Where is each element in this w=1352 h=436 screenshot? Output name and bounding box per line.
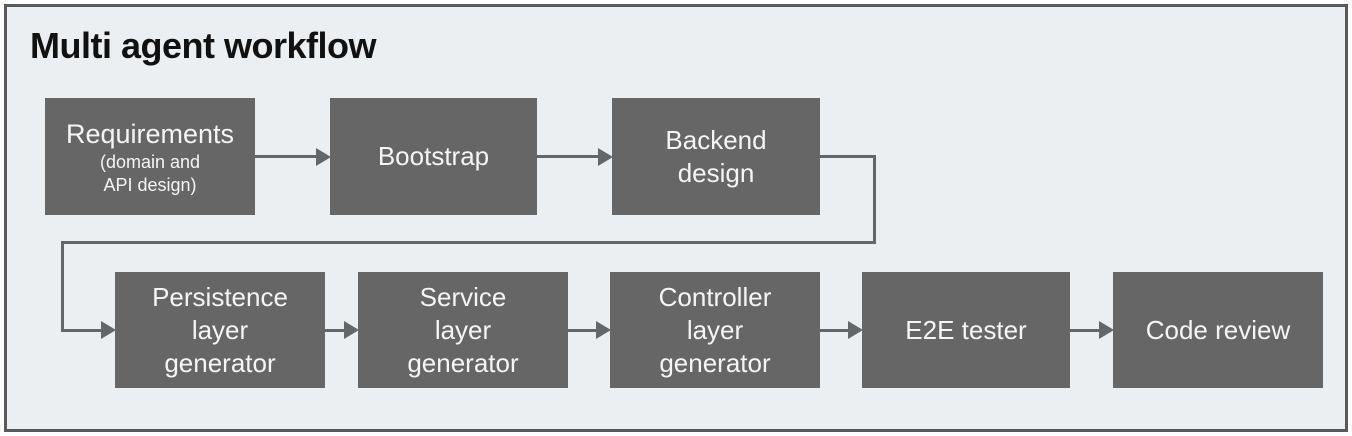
edge-persistence-service-arrowhead-icon: [344, 321, 359, 339]
edge-backend-persistence-segment-3: [61, 241, 876, 244]
diagram-title: Multi agent workflow: [30, 25, 377, 66]
node-backend-design: Backend design: [612, 98, 820, 215]
edge-e2e-codereview-line: [1070, 329, 1099, 332]
edge-requirements-bootstrap-line: [255, 155, 316, 158]
edge-controller-e2e-line: [820, 329, 848, 332]
node-label-line: E2E tester: [905, 314, 1027, 345]
node-label-line: Backend: [665, 124, 767, 155]
edge-bootstrap-backend-arrowhead-icon: [598, 148, 613, 166]
edge-bootstrap-backend-line: [537, 155, 598, 158]
node-code-review: Code review: [1113, 272, 1323, 388]
edge-backend-persistence-arrowhead-icon: [101, 321, 116, 339]
edge-backend-persistence-segment-1: [820, 155, 876, 158]
node-label-line: Bootstrap: [377, 141, 490, 171]
node-label-line: design: [677, 157, 755, 188]
edge-backend-persistence-segment-4: [61, 241, 64, 331]
edge-requirements-bootstrap-arrowhead-icon: [316, 148, 331, 166]
node-label-line: Persistence: [152, 281, 288, 312]
edge-service-controller-line: [568, 329, 596, 332]
node-label-line: Code review: [1145, 314, 1291, 345]
node-label-line: layer: [434, 314, 492, 345]
edge-service-controller-arrowhead-icon: [596, 321, 611, 339]
node-label-line: generator: [659, 347, 771, 378]
edge-controller-e2e-arrowhead-icon: [848, 321, 863, 339]
node-e2e-tester: E2E tester: [862, 272, 1070, 388]
node-sublabel-line: API design): [103, 174, 197, 195]
edge-backend-persistence-segment-2: [873, 155, 876, 244]
edge-persistence-service-line: [325, 329, 344, 332]
node-bootstrap: Bootstrap: [330, 98, 537, 215]
node-label-line: generator: [407, 347, 519, 378]
node-persistence-layer-generator: Persistence layer generator: [115, 272, 325, 388]
node-label-line: generator: [164, 347, 276, 378]
node-requirements: Requirements (domain and API design): [45, 98, 255, 215]
node-sublabel-line: (domain and: [99, 151, 201, 172]
node-label-line: Service: [419, 281, 507, 312]
node-label-line: layer: [686, 314, 744, 345]
edge-e2e-codereview-arrowhead-icon: [1099, 321, 1114, 339]
node-controller-layer-generator: Controller layer generator: [610, 272, 820, 388]
edge-backend-persistence-segment-5: [61, 329, 101, 332]
node-label-line: Requirements: [65, 118, 235, 149]
node-service-layer-generator: Service layer generator: [358, 272, 568, 388]
node-label-line: Controller: [658, 281, 772, 312]
node-label-line: layer: [191, 314, 249, 345]
